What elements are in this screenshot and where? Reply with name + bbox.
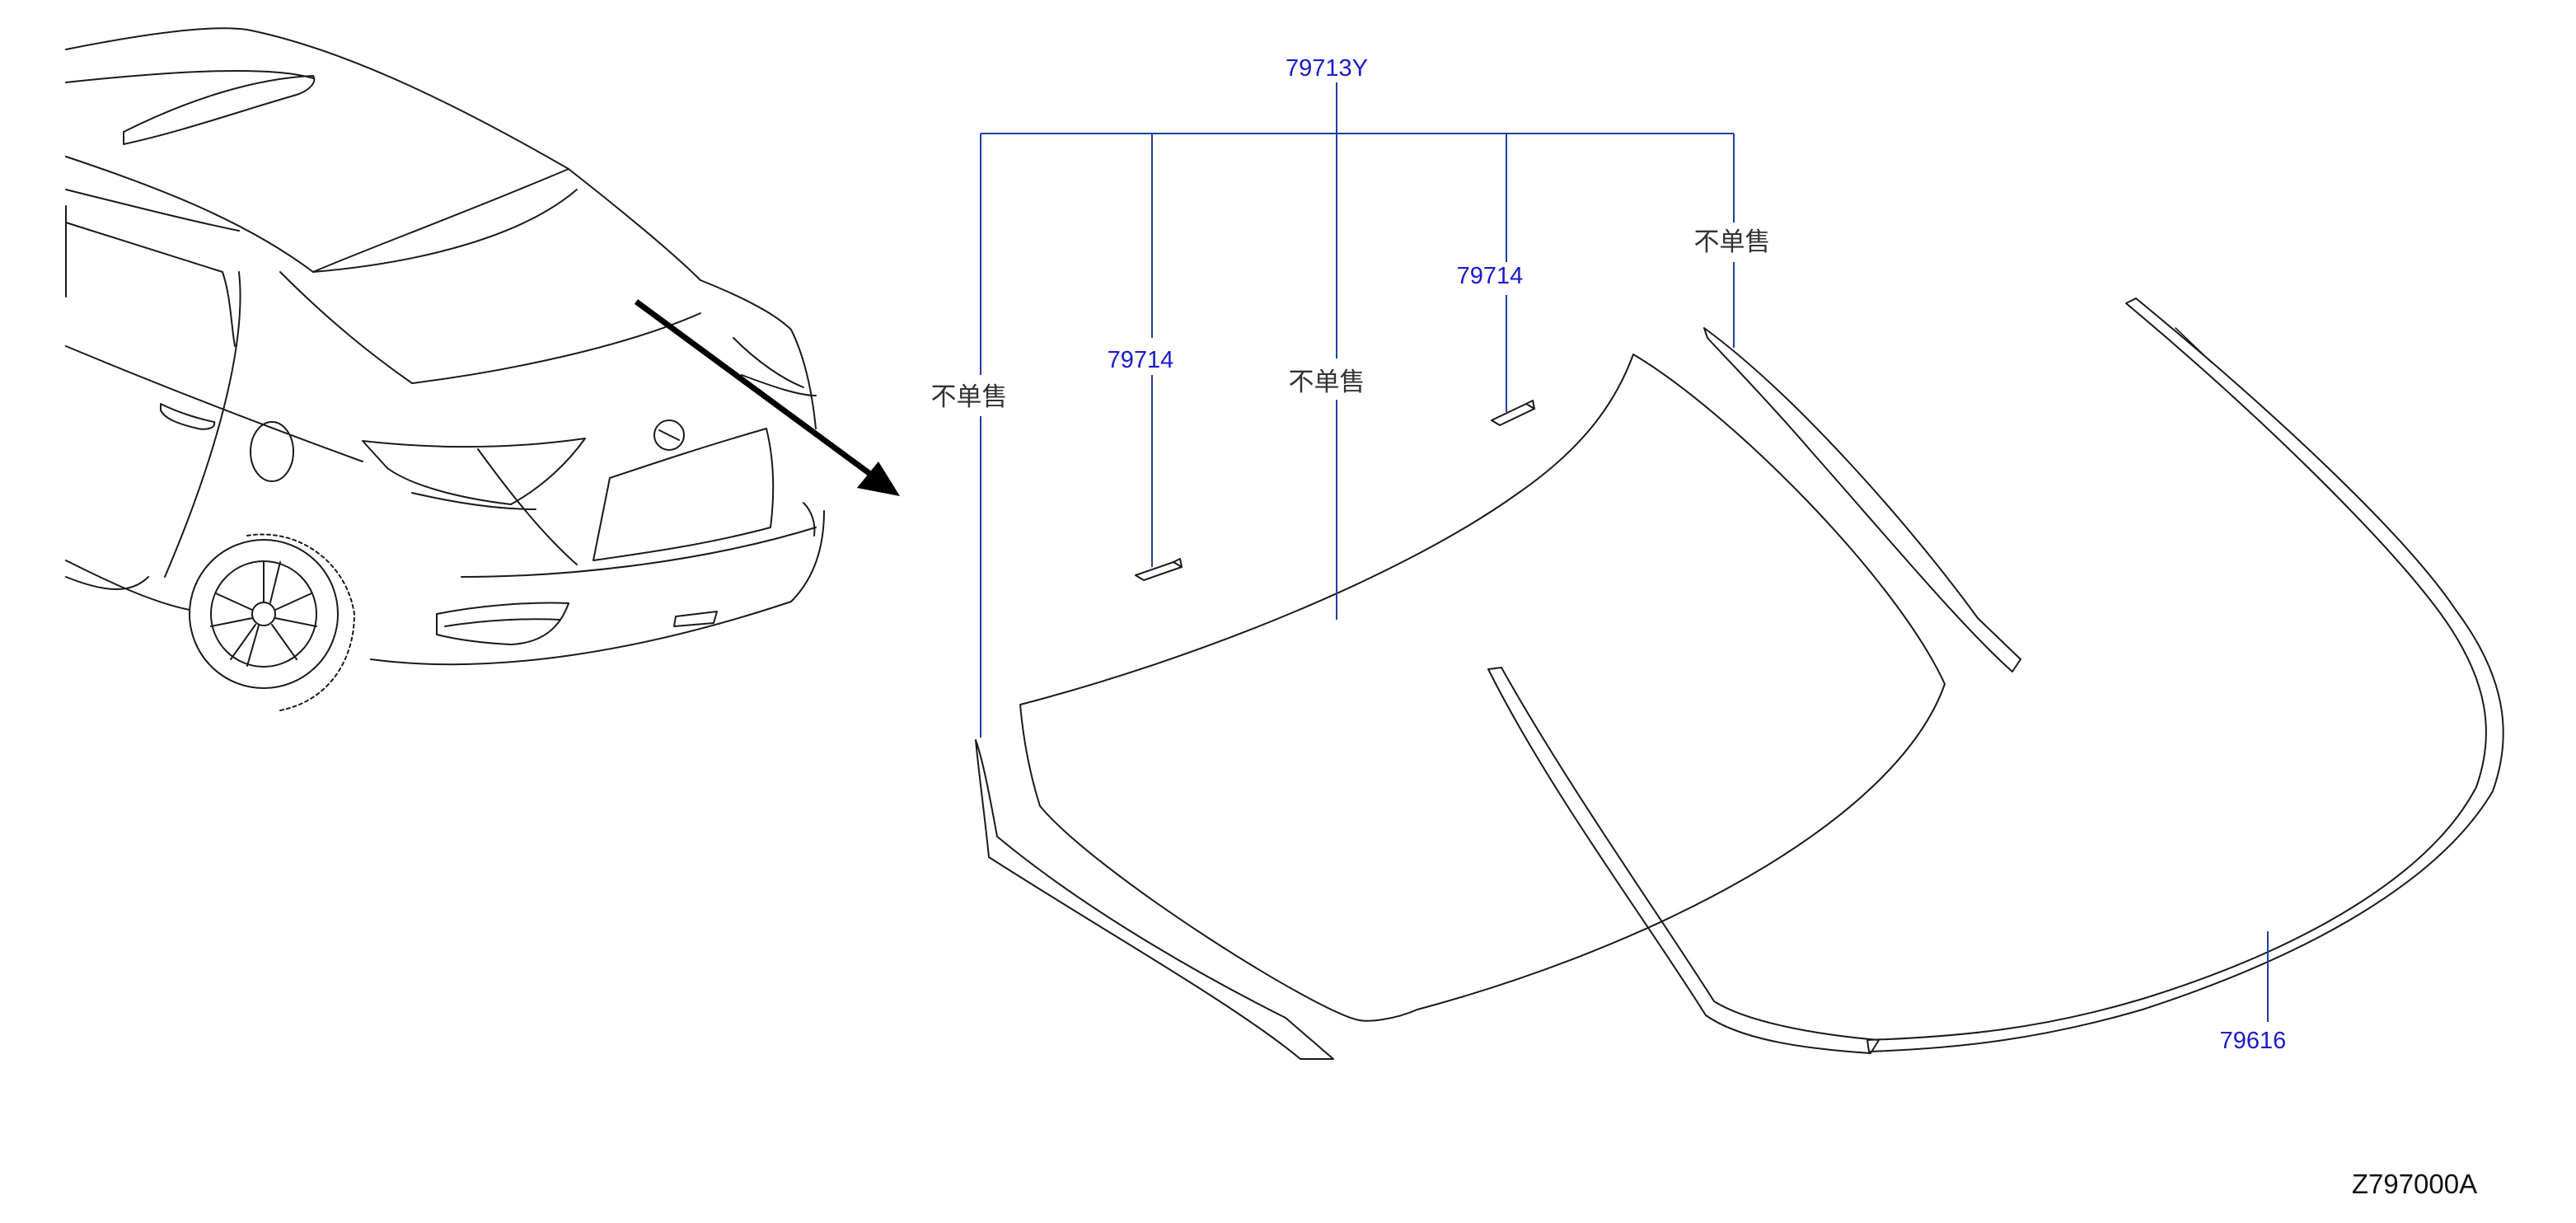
diagram-reference-number: Z797000A: [2352, 1169, 2477, 1199]
view-direction-arrow: [634, 299, 900, 496]
right-upper-molding: [1703, 327, 2021, 672]
clip-left: [1135, 558, 1183, 581]
leader-lines: [980, 82, 2269, 1022]
outer-molding-79616: [1866, 298, 2504, 1052]
back-window-glass: [1019, 354, 1946, 1022]
car-illustration: [65, 27, 825, 711]
label-79714-left: 79714: [1108, 347, 1174, 373]
label-79714-right: 79714: [1457, 263, 1524, 289]
note-not-sold-center: 不单售: [1289, 368, 1365, 397]
label-79713y: 79713Y: [1286, 55, 1368, 82]
left-side-molding: [975, 739, 1334, 1060]
label-79616: 79616: [2220, 1028, 2287, 1054]
clip-right: [1491, 400, 1535, 426]
lower-inner-molding: [1487, 667, 1880, 1054]
note-not-sold-left: 不单售: [931, 382, 1008, 412]
note-not-sold-right: 不单售: [1694, 227, 1771, 257]
